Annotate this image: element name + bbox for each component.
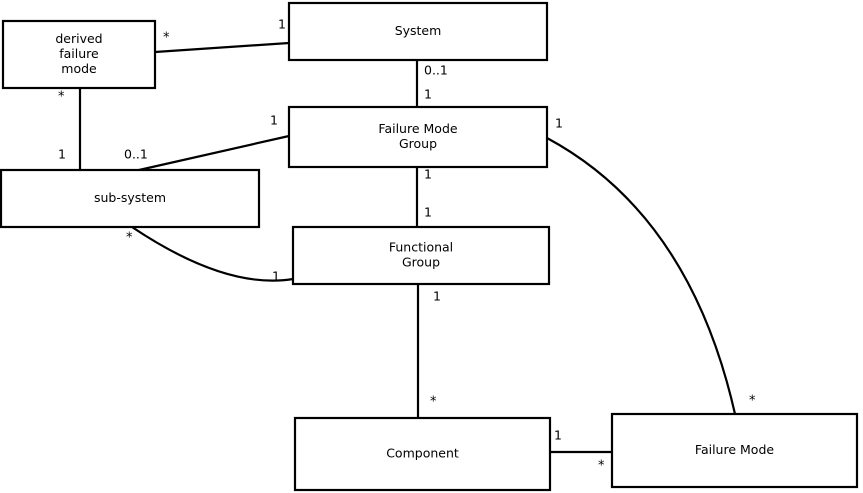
class-box-outline-sub-system xyxy=(0,168,261,229)
multiplicity-label-mult-fg-fmg-one: 1 xyxy=(424,205,432,220)
class-label-system: System xyxy=(395,23,442,38)
class-label-derived-failure-mode: derived xyxy=(55,31,102,46)
class-box-component[interactable]: Component xyxy=(293,416,552,492)
multiplicity-label-mult-fm-fmg-star: * xyxy=(749,394,756,409)
class-box-failure-mode[interactable]: Failure Mode xyxy=(610,412,859,489)
association-line-derived-failure-mode--system[interactable] xyxy=(154,41,290,54)
multiplicity-label-mult-subsystem-fmg-zeroone: 0..1 xyxy=(124,147,148,162)
class-box-sub-system[interactable]: sub-system xyxy=(0,168,261,229)
association-line-failure-mode-group--failure-mode[interactable] xyxy=(546,137,737,415)
multiplicity-label-mult-fmg-fg-one: 1 xyxy=(424,167,432,182)
multiplicity-label-mult-dfm-subsystem-star: * xyxy=(58,90,65,105)
multiplicity-label-mult-system-dfm-one: 1 xyxy=(278,17,286,32)
class-label-failure-mode: Failure Mode xyxy=(695,442,774,457)
multiplicity-label-mult-fmg-system-one: 1 xyxy=(424,87,432,102)
class-label-failure-mode-group: Failure Mode xyxy=(378,121,457,136)
class-box-outline-system xyxy=(287,1,549,62)
association-line-sub-system--failure-mode-group[interactable] xyxy=(138,134,290,172)
multiplicity-labels-layer: * 1 0..1 1 * 1 0..1 1 1 1 * 1 1 * 1 * 1 * xyxy=(58,17,756,474)
multiplicity-label-mult-subsystem-dfm-one: 1 xyxy=(58,147,66,162)
multiplicity-label-mult-fmg-fm-one: 1 xyxy=(555,116,563,131)
multiplicity-label-mult-fg-component-one: 1 xyxy=(433,289,441,304)
multiplicity-label-mult-fm-component-star: * xyxy=(598,459,605,474)
class-label-derived-failure-mode: mode xyxy=(61,61,97,76)
multiplicity-label-mult-fg-subsystem-one: 1 xyxy=(272,269,280,284)
multiplicity-label-mult-subsystem-fg-star: * xyxy=(126,231,133,246)
class-label-sub-system: sub-system xyxy=(94,190,166,205)
association-line-sub-system--functional-group[interactable] xyxy=(131,226,294,282)
class-label-component: Component xyxy=(386,446,459,461)
class-box-outline-failure-mode xyxy=(610,412,859,489)
class-box-outline-functional-group xyxy=(291,225,551,286)
class-label-failure-mode-group: Group xyxy=(399,136,437,151)
class-label-functional-group: Functional xyxy=(389,240,453,255)
multiplicity-label-mult-component-fm-one: 1 xyxy=(554,428,562,443)
class-box-system[interactable]: System xyxy=(287,1,549,62)
association-lines-layer xyxy=(78,41,737,454)
multiplicity-label-mult-fmg-subsystem-one: 1 xyxy=(270,113,278,128)
multiplicity-label-mult-system-fmg-zeroone: 0..1 xyxy=(424,63,448,78)
class-box-outline-derived-failure-mode xyxy=(1,19,157,90)
class-box-outline-failure-mode-group xyxy=(287,105,549,169)
class-label-derived-failure-mode: failure xyxy=(59,46,99,61)
class-label-functional-group: Group xyxy=(402,255,440,270)
multiplicity-label-mult-component-fg-star: * xyxy=(430,395,437,410)
class-box-outline-component xyxy=(293,416,552,492)
multiplicity-label-mult-dfm-system-star: * xyxy=(163,31,170,46)
